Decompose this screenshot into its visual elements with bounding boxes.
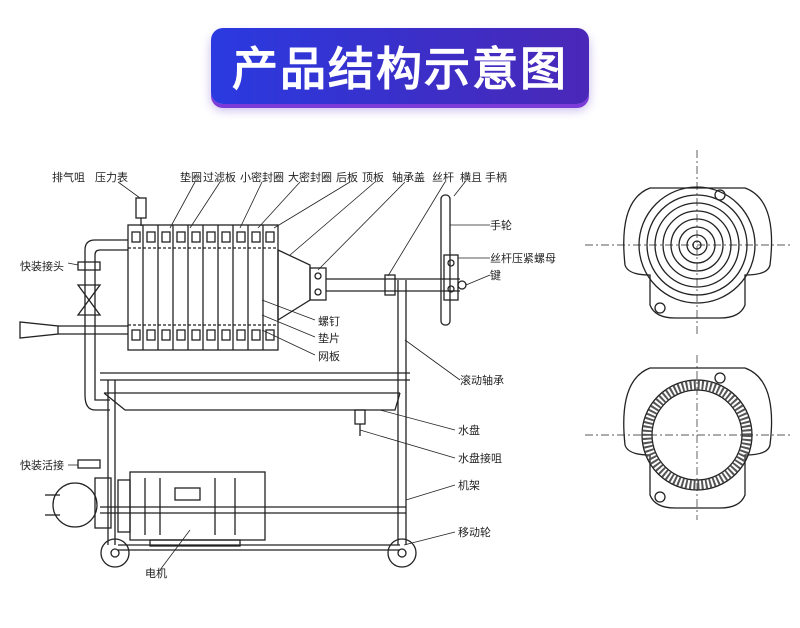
label-washer: 垫片 bbox=[318, 331, 340, 345]
label-small-seal: 小密封圈 bbox=[240, 170, 284, 184]
label-motor: 电机 bbox=[145, 566, 167, 580]
label-crossbar: 横且 bbox=[460, 170, 482, 184]
pump bbox=[45, 477, 112, 529]
water-tray bbox=[103, 392, 401, 436]
pressure-gauge bbox=[135, 197, 147, 226]
label-key: 键 bbox=[490, 268, 501, 282]
filter-plate-stack bbox=[127, 224, 279, 351]
inlet-piping bbox=[19, 239, 128, 469]
label-rear-plate: 后板 bbox=[336, 170, 358, 184]
label-casters: 移动轮 bbox=[458, 525, 491, 539]
label-pressure-gauge: 压力表 bbox=[95, 170, 128, 184]
label-gasket: 垫圈 bbox=[180, 170, 202, 184]
hatched-ring bbox=[642, 380, 752, 490]
label-top-plate: 顶板 bbox=[362, 170, 384, 184]
plate-rear-view bbox=[585, 355, 790, 520]
handwheel bbox=[440, 194, 467, 326]
bearing-cover bbox=[277, 248, 327, 322]
page-title: 产品结构示意图 bbox=[211, 28, 589, 104]
label-quick-live-joint: 快装活接 bbox=[20, 459, 64, 472]
label-bearing-cover: 轴承盖 bbox=[392, 170, 425, 184]
label-screw-rod: 丝杆 bbox=[432, 170, 454, 184]
motor bbox=[117, 471, 266, 547]
plate-front-view bbox=[585, 150, 790, 335]
label-screw: 螺钉 bbox=[318, 315, 340, 328]
label-water-tray: 水盘 bbox=[458, 423, 480, 437]
label-handle: 手柄 bbox=[485, 170, 507, 184]
label-exhaust-nozzle: 排气咀 bbox=[52, 170, 85, 184]
label-handwheel: 手轮 bbox=[490, 218, 512, 232]
screw-rod bbox=[326, 274, 460, 296]
casters bbox=[100, 538, 417, 568]
label-large-seal: 大密封圈 bbox=[288, 170, 332, 184]
label-quick-joint: 快装接头 bbox=[20, 260, 64, 273]
label-screw-press-nut: 丝杆压紧螺母 bbox=[490, 251, 556, 265]
frame bbox=[100, 280, 410, 551]
label-mesh-plate: 网板 bbox=[318, 349, 340, 363]
label-filter-plate: 过滤板 bbox=[203, 170, 236, 184]
label-rolling-bearing: 滚动轴承 bbox=[460, 373, 504, 387]
label-water-tray-nozzle: 水盘接咀 bbox=[458, 451, 502, 465]
label-frame: 机架 bbox=[458, 478, 480, 492]
